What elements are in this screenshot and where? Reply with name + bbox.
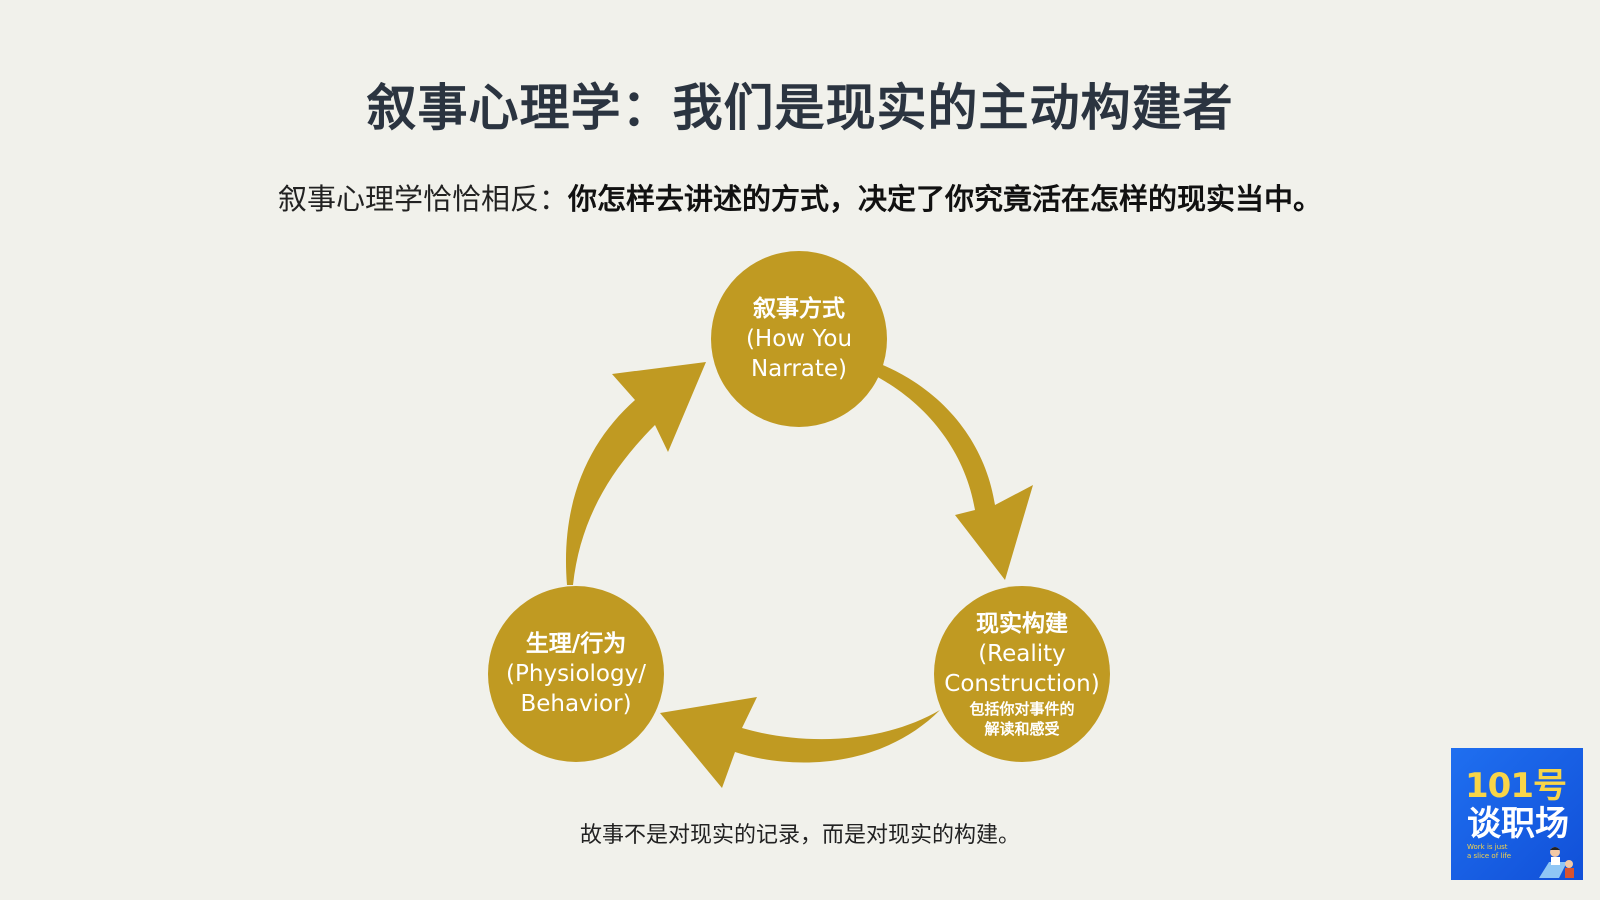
node-label-zh: 生理/行为 [525, 631, 627, 657]
page-title: 叙事心理学：我们是现实的主动构建者 [366, 79, 1234, 137]
node-label-en: (How You [745, 326, 853, 352]
logo-line1: 101号 [1465, 766, 1567, 806]
person-illustration-icon [1539, 847, 1574, 878]
logo-tagline-1: Work is just [1467, 843, 1508, 851]
caption: 故事不是对现实的记录，而是对现实的构建。 [579, 823, 1020, 848]
node-label-en: Behavior) [520, 691, 632, 717]
node-how-you-narrate: 叙事方式 (How You Narrate) [711, 251, 887, 427]
node-label-en: Narrate) [750, 356, 848, 382]
subtitle: 叙事心理学恰恰相反：你怎样去讲述的方式，决定了你究竟活在怎样的现实当中。 [0, 176, 1600, 218]
node-reality-construction: 现实构建 (Reality Construction) 包括你对事件的 解读和感… [934, 586, 1110, 762]
node-label-en: (Reality [978, 641, 1066, 667]
logo-tagline-2: a slice of life [1467, 852, 1512, 860]
node-note: 包括你对事件的 [969, 700, 1075, 718]
node-label-en: (Physiology/ [506, 661, 646, 687]
node-note: 解读和感受 [984, 720, 1060, 738]
arrow-behavior-to-narrate [565, 362, 706, 585]
node-label-en: Construction) [944, 671, 1100, 697]
subtitle-emphasis: 你怎样去讲述的方式，决定了你究竟活在怎样的现实当中。 [568, 182, 1323, 216]
node-label-zh: 叙事方式 [753, 296, 845, 322]
subtitle-lead: 叙事心理学恰恰相反： [277, 182, 568, 216]
node-physiology-behavior: 生理/行为 (Physiology/ Behavior) [488, 586, 664, 762]
arrow-reality-to-behavior [660, 697, 940, 788]
logo-line2: 谈职场 [1467, 804, 1569, 844]
arrow-narrate-to-reality [868, 360, 1033, 580]
node-label-zh: 现实构建 [976, 611, 1068, 637]
